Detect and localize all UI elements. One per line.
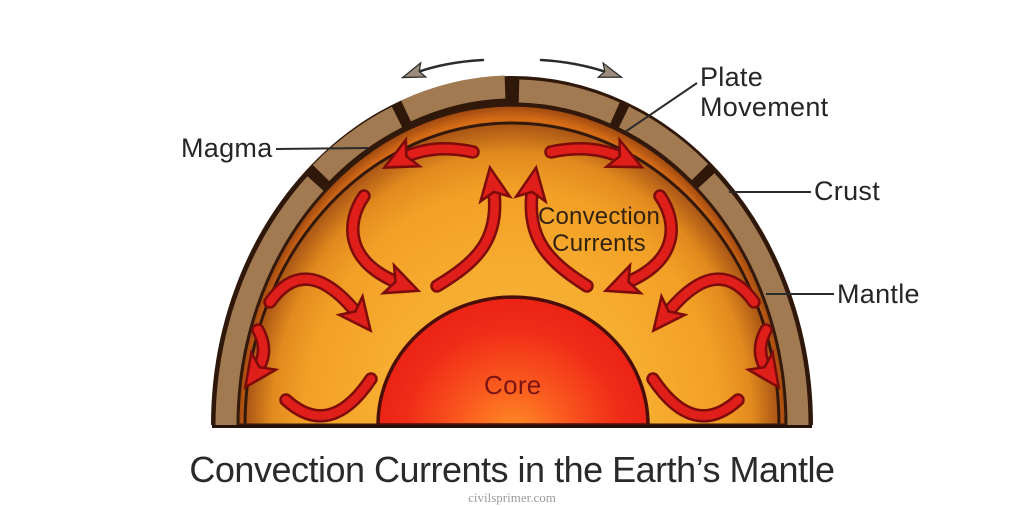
crust-plate-5	[618, 106, 709, 181]
core-layer	[376, 295, 650, 426]
plate-movement-leader-line	[624, 82, 698, 133]
downflow-arrow-far-left-icon	[243, 325, 280, 390]
crust-plate-1	[215, 176, 325, 426]
convection-arrows	[243, 136, 781, 423]
magma-label: Magma	[181, 133, 273, 163]
upwelling-arrow-left-icon	[432, 164, 513, 291]
plate-motion-arrow-right-icon	[539, 58, 624, 78]
spread-arrow-right-icon	[546, 136, 645, 169]
crust-plate-2	[312, 106, 403, 182]
plate-motion-arrows	[400, 58, 624, 79]
crust-plate-4	[518, 79, 620, 124]
convection-currents-label: Convection Currents	[524, 203, 674, 257]
cell-arc-right-bottom-icon	[648, 374, 743, 420]
downflow-arrow-center-left-icon	[348, 191, 422, 295]
diagram-title: Convection Currents in the Earth’s Mantl…	[189, 449, 835, 490]
upwelling-arrow-right-icon	[513, 164, 592, 291]
convection-currents-label-line1: Convection	[537, 203, 661, 230]
crust-plate-6	[697, 173, 809, 426]
crust-plate-3	[401, 75, 506, 122]
downflow-arrow-far-right-icon	[744, 325, 781, 390]
crust-label: Crust	[814, 176, 881, 206]
plate-motion-arrow-left-icon	[400, 58, 485, 79]
cell-arrow-left-top-icon	[265, 274, 373, 334]
convection-currents-label-line2: Currents	[552, 230, 646, 257]
plate-movement-label-line1: Plate	[700, 62, 764, 92]
core-label: Core	[484, 370, 542, 400]
leader-lines	[275, 82, 834, 295]
crust-layer	[215, 75, 809, 426]
plate-movement-label: Plate Movement	[700, 62, 828, 122]
magma-leader-line	[275, 147, 369, 150]
cell-arc-left-bottom-icon	[281, 374, 376, 420]
cell-arrow-right-top-icon	[651, 274, 759, 334]
downflow-arrow-center-right-icon	[602, 191, 676, 295]
watermark: civilsprimer.com	[468, 490, 556, 505]
mantle-label: Mantle	[837, 279, 920, 309]
plate-movement-label-line2: Movement	[700, 92, 829, 122]
spread-arrow-left-icon	[381, 136, 478, 169]
